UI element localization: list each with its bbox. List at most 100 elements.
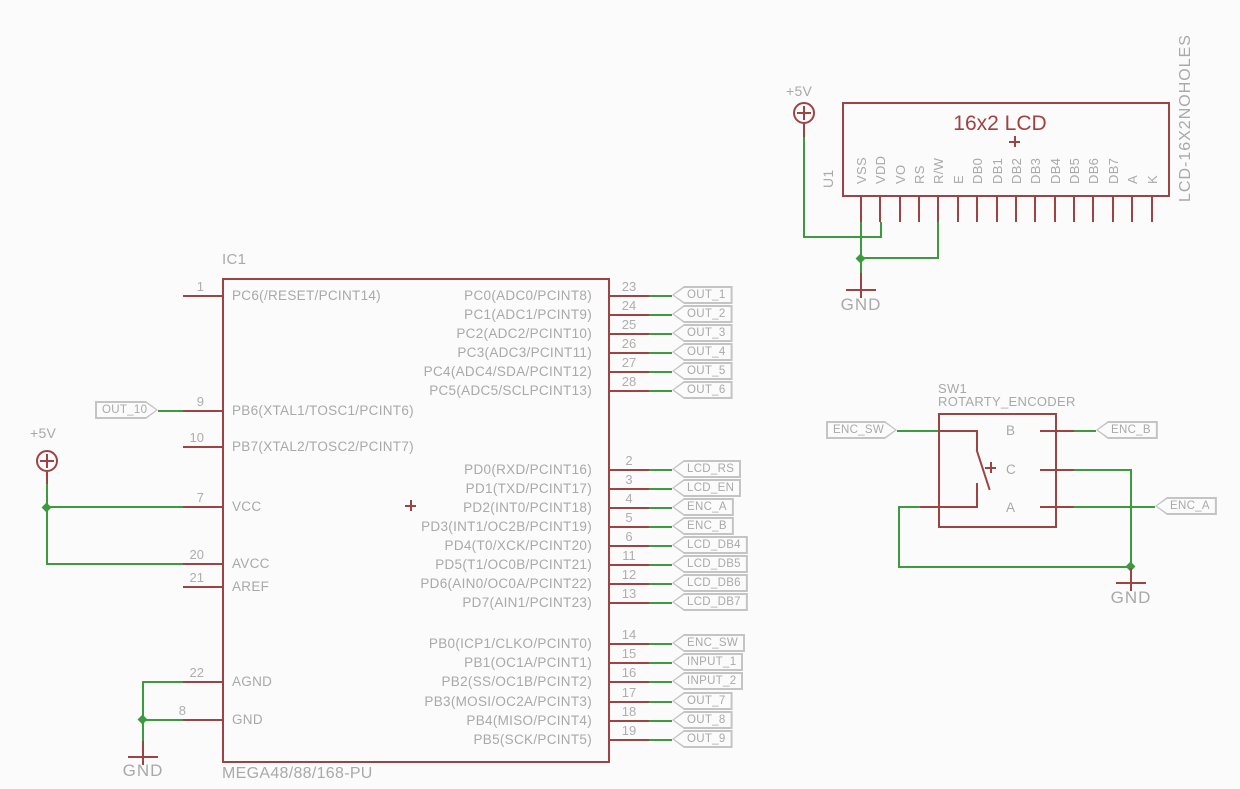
ic1-pin-label: PC1(ADC1/PCINT9): [464, 307, 592, 322]
net-flag-out-5[interactable]: OUT_5: [672, 362, 733, 380]
net-wire[interactable]: [1130, 469, 1132, 568]
net-flag-enc-sw[interactable]: ENC_SW: [672, 634, 746, 652]
net-wire[interactable]: [860, 222, 862, 259]
pin-number: 13: [621, 586, 637, 601]
net-wire[interactable]: [1074, 430, 1096, 432]
net-wire[interactable]: [649, 352, 672, 354]
flag-label: OUT_3: [687, 327, 726, 339]
gnd-symbol-stub: [1130, 582, 1132, 591]
net-wire[interactable]: [1074, 506, 1155, 508]
encoder-origin-cross: [985, 462, 996, 473]
net-wire[interactable]: [1074, 469, 1132, 471]
lcd-pin-label: VSS: [854, 157, 869, 184]
net-wire[interactable]: [649, 739, 672, 741]
net-wire[interactable]: [649, 526, 672, 528]
net-wire[interactable]: [649, 564, 672, 566]
net-wire[interactable]: [46, 484, 48, 564]
net-wire[interactable]: [649, 602, 672, 604]
net-flag-lcd-db5[interactable]: LCD_DB5: [672, 555, 748, 573]
pin-wire: [1092, 197, 1094, 222]
pin-wire: [610, 371, 649, 373]
flag-label: ENC_B: [687, 520, 727, 532]
flag-label: OUT_9: [687, 733, 726, 745]
net-wire[interactable]: [649, 643, 672, 645]
net-wire[interactable]: [898, 506, 920, 508]
pin-wire: [142, 741, 144, 756]
net-flag-input-2[interactable]: INPUT_2: [672, 672, 744, 690]
net-flag-out-1[interactable]: OUT_1: [672, 286, 733, 304]
net-flag-out-8[interactable]: OUT_8: [672, 711, 733, 729]
lcd-part-name: LCD-16X2NOHOLES: [1177, 34, 1194, 202]
net-flag-input-1[interactable]: INPUT_1: [672, 653, 744, 671]
ic1-pin-label: PD5(T1/OC0B/PCINT21): [435, 557, 592, 572]
net-wire[interactable]: [898, 566, 1132, 568]
net-wire[interactable]: [649, 720, 672, 722]
flag-label: LCD_DB7: [687, 596, 741, 608]
net-flag-lcd-rs[interactable]: LCD_RS: [672, 460, 742, 478]
pin-wire: [1131, 197, 1133, 222]
net-wire[interactable]: [649, 545, 672, 547]
net-wire[interactable]: [649, 371, 672, 373]
pin-wire: [918, 197, 920, 222]
net-wire[interactable]: [142, 681, 183, 683]
net-wire[interactable]: [649, 333, 672, 335]
net-wire[interactable]: [897, 430, 938, 432]
pin-number: 23: [621, 279, 637, 294]
vcc-symbol[interactable]: [793, 102, 815, 124]
net-flag-enc-b[interactable]: ENC_B: [1096, 421, 1158, 439]
net-wire[interactable]: [649, 681, 672, 683]
net-wire[interactable]: [142, 719, 183, 721]
pin-wire: [803, 124, 805, 137]
net-flag-out-3[interactable]: OUT_3: [672, 324, 733, 342]
net-flag-lcd-db6[interactable]: LCD_DB6: [672, 574, 748, 592]
lcd-body[interactable]: [842, 102, 1170, 197]
net-wire[interactable]: [649, 701, 672, 703]
net-wire[interactable]: [649, 507, 672, 509]
net-wire[interactable]: [649, 488, 672, 490]
vcc-symbol[interactable]: [36, 450, 58, 472]
net-wire[interactable]: [649, 390, 672, 392]
net-wire[interactable]: [649, 314, 672, 316]
gnd-label: GND: [840, 295, 882, 314]
net-wire[interactable]: [46, 506, 183, 508]
ic1-body[interactable]: [222, 278, 610, 763]
net-wire[interactable]: [803, 137, 805, 238]
flag-label: LCD_DB4: [687, 539, 741, 551]
switch-contact: [976, 483, 978, 508]
net-flag-lcd-db7[interactable]: LCD_DB7: [672, 593, 748, 611]
net-wire[interactable]: [803, 236, 882, 238]
pin-number: 17: [621, 685, 637, 700]
net-flag-out-4[interactable]: OUT_4: [672, 343, 733, 361]
pin-wire: [610, 720, 649, 722]
pin-number: 3: [625, 472, 633, 487]
net-flag-out-2[interactable]: OUT_2: [672, 305, 733, 323]
net-wire[interactable]: [649, 583, 672, 585]
net-flag-lcd-db4[interactable]: LCD_DB4: [672, 536, 748, 554]
ic1-pin-label: PD4(T0/XCK/PCINT20): [444, 538, 592, 553]
lcd-origin-cross: [1009, 136, 1020, 147]
net-wire[interactable]: [649, 469, 672, 471]
pin-number: 25: [621, 317, 637, 332]
net-wire[interactable]: [158, 410, 183, 412]
net-flag-enc-sw[interactable]: ENC_SW: [826, 421, 897, 439]
pin-wire: [610, 295, 649, 297]
net-wire[interactable]: [142, 681, 144, 741]
pin-wire: [937, 197, 939, 222]
net-wire[interactable]: [860, 257, 939, 259]
net-flag-out-9[interactable]: OUT_9: [672, 730, 733, 748]
net-flag-enc-a[interactable]: ENC_A: [1155, 497, 1217, 515]
net-flag-enc-a[interactable]: ENC_A: [672, 498, 734, 516]
net-wire[interactable]: [46, 563, 183, 565]
net-wire[interactable]: [898, 506, 900, 568]
net-wire[interactable]: [880, 222, 882, 238]
vcc-label: +5V: [30, 425, 57, 441]
net-wire[interactable]: [649, 662, 672, 664]
net-flag-lcd-en[interactable]: LCD_EN: [672, 479, 742, 497]
net-flag-out-6[interactable]: OUT_6: [672, 381, 733, 399]
net-wire[interactable]: [860, 259, 862, 273]
net-flag-enc-b[interactable]: ENC_B: [672, 517, 734, 535]
net-wire[interactable]: [937, 222, 939, 259]
net-flag-out-10[interactable]: OUT_10: [95, 401, 158, 419]
net-flag-out-7[interactable]: OUT_7: [672, 692, 733, 710]
net-wire[interactable]: [649, 295, 672, 297]
